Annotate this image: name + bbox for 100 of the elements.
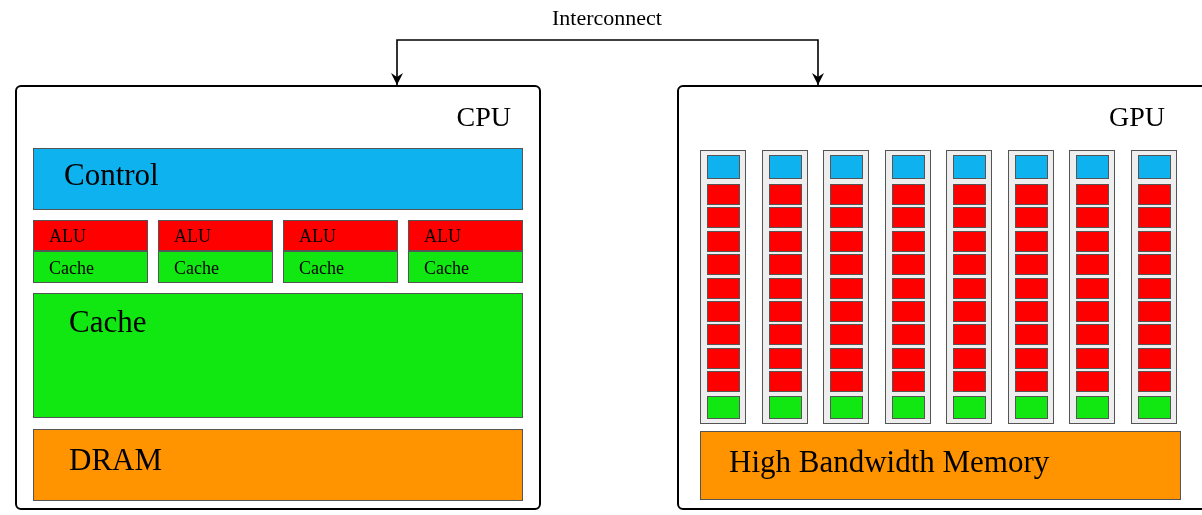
control-cell <box>1137 155 1171 179</box>
control-cell <box>1014 155 1048 179</box>
alu-cell <box>891 207 925 229</box>
alu-cell <box>953 277 986 299</box>
control-block <box>33 148 523 210</box>
core-column <box>1130 150 1177 424</box>
block-label: High Bandwidth Memory <box>729 446 1050 477</box>
alu-cell <box>891 184 925 205</box>
gpu-panel <box>677 85 1202 510</box>
alu-cell <box>768 207 802 229</box>
control-cell <box>707 155 740 179</box>
block-label: ALU <box>299 227 336 245</box>
cpu-panel <box>15 85 541 510</box>
alu-cell <box>1014 254 1048 276</box>
arrow <box>606 39 824 86</box>
alu-cell <box>1076 230 1109 252</box>
alu-cell <box>953 347 986 369</box>
alu-cell <box>1137 207 1171 229</box>
alu-cell <box>953 301 986 322</box>
alu-cell <box>891 277 925 299</box>
alu-cell <box>953 324 986 346</box>
alu-cell <box>1076 347 1109 369</box>
alu-cell <box>830 347 863 369</box>
cache-cell <box>891 396 925 419</box>
alu-cell <box>768 184 802 205</box>
block-label: CPU <box>456 103 511 131</box>
cache-block <box>33 251 148 283</box>
alu-cell <box>1076 371 1109 393</box>
alu-cell <box>707 301 740 322</box>
alu-cell <box>1137 277 1171 299</box>
cache-cell <box>953 396 986 419</box>
alu-cell <box>830 184 863 205</box>
block-label: GPU <box>1109 103 1165 131</box>
core-column <box>1069 150 1115 424</box>
alu-cell <box>891 324 925 346</box>
block-label: Cache <box>299 259 344 277</box>
alu-cell <box>768 277 802 299</box>
alu-cell <box>768 347 802 369</box>
alu-cell <box>707 207 740 229</box>
alu-cell <box>1014 347 1048 369</box>
block-label: Cache <box>49 259 94 277</box>
alu-cell <box>1014 184 1048 205</box>
alu-cell <box>830 301 863 322</box>
alu-block <box>408 220 523 251</box>
alu-cell <box>768 371 802 393</box>
cache-block <box>33 293 523 418</box>
alu-cell <box>1076 301 1109 322</box>
cache-cell <box>1076 396 1109 419</box>
control-cell <box>953 155 986 179</box>
alu-cell <box>1014 207 1048 229</box>
alu-block <box>158 220 273 251</box>
cache-cell <box>830 396 863 419</box>
block-label: ALU <box>174 227 211 245</box>
cache-block <box>158 251 273 283</box>
control-cell <box>768 155 802 179</box>
alu-cell <box>1137 254 1171 276</box>
alu-cell <box>1014 301 1048 322</box>
alu-cell <box>1076 324 1109 346</box>
alu-cell <box>953 207 986 229</box>
alu-cell <box>953 254 986 276</box>
alu-cell <box>707 277 740 299</box>
cache-cell <box>1014 396 1048 419</box>
block-label: ALU <box>424 227 461 245</box>
alu-cell <box>830 277 863 299</box>
alu-cell <box>1014 324 1048 346</box>
alu-cell <box>953 184 986 205</box>
alu-cell <box>1076 184 1109 205</box>
alu-block <box>283 220 398 251</box>
core-column <box>1007 150 1054 424</box>
control-cell <box>891 155 925 179</box>
alu-cell <box>1137 301 1171 322</box>
dram-block <box>33 429 523 501</box>
alu-cell <box>891 230 925 252</box>
core-column <box>823 150 869 424</box>
alu-cell <box>891 347 925 369</box>
core-column <box>884 150 931 424</box>
alu-cell <box>891 301 925 322</box>
block-label: Cache <box>174 259 219 277</box>
alu-cell <box>1137 230 1171 252</box>
core-column <box>761 150 808 424</box>
alu-cell <box>830 324 863 346</box>
control-cell <box>1076 155 1109 179</box>
alu-cell <box>768 301 802 322</box>
alu-cell <box>953 371 986 393</box>
alu-cell <box>1076 254 1109 276</box>
alu-cell <box>830 230 863 252</box>
alu-cell <box>1076 207 1109 229</box>
alu-cell <box>830 371 863 393</box>
alu-cell <box>707 324 740 346</box>
core-column <box>700 150 746 424</box>
alu-cell <box>891 371 925 393</box>
alu-cell <box>891 254 925 276</box>
alu-cell <box>768 230 802 252</box>
alu-cell <box>768 324 802 346</box>
alu-cell <box>830 207 863 229</box>
alu-cell <box>953 230 986 252</box>
alu-cell <box>1137 347 1171 369</box>
alu-cell <box>1014 230 1048 252</box>
alu-cell <box>1014 277 1048 299</box>
cache-cell <box>1137 396 1171 419</box>
